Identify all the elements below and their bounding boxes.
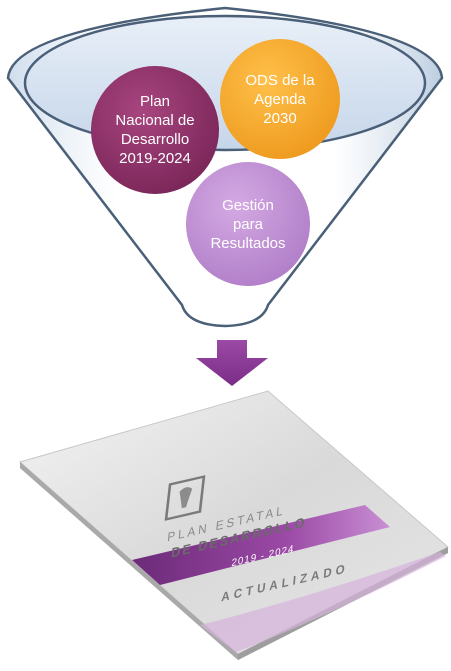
circle-pnd xyxy=(91,66,219,194)
circle-ods-label: ODS de la Agenda 2030 xyxy=(245,71,315,127)
circle-gpr-label: Gestión para Resultados xyxy=(210,196,286,252)
book-band xyxy=(132,505,390,585)
circle-gpr xyxy=(186,162,310,286)
down-arrow-icon xyxy=(196,340,268,386)
circle-pnd-label: Plan Nacional de Desarrollo 2019-2024 xyxy=(115,93,195,167)
book-cover xyxy=(18,390,449,660)
circle-ods xyxy=(220,39,340,159)
book-wave xyxy=(200,552,446,652)
state-seal-logo xyxy=(164,475,206,521)
